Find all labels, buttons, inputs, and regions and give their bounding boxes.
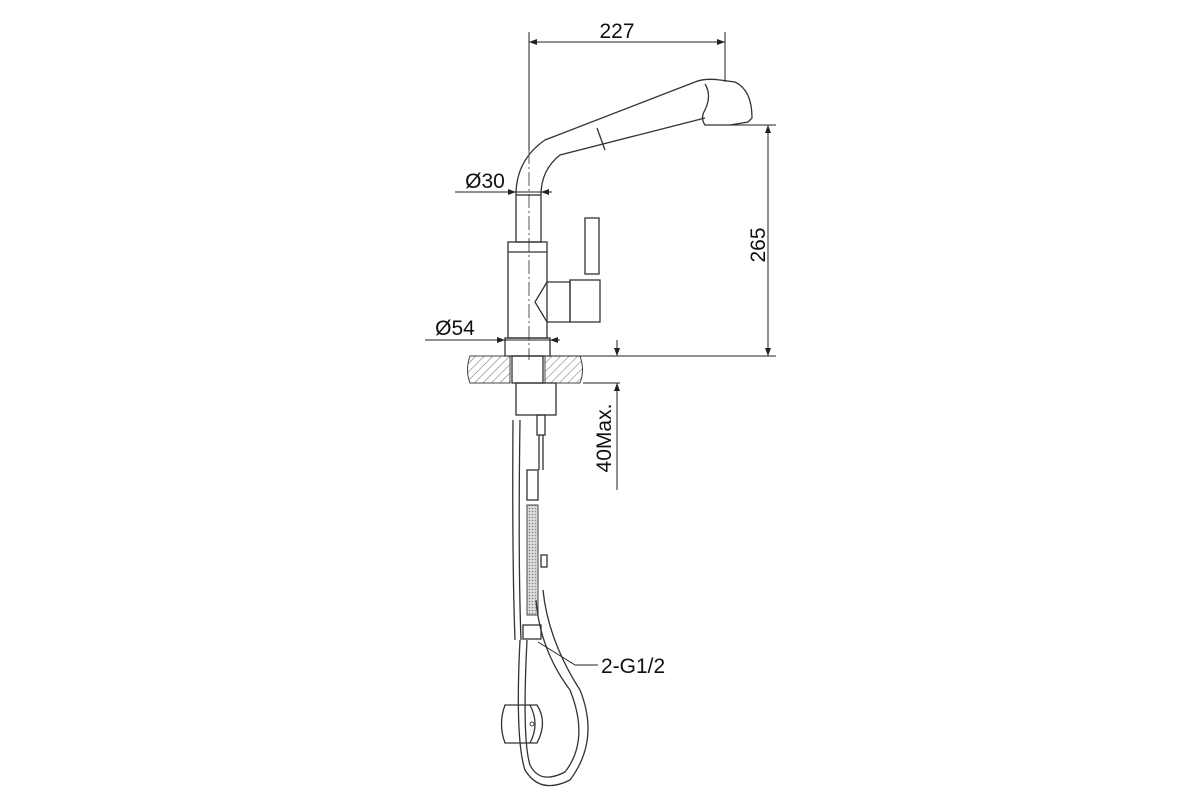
connection-label: 2-G1/2 (601, 655, 665, 678)
dimension-lines (425, 32, 776, 666)
base-diameter-label: Ø54 (435, 317, 475, 340)
countertop (467, 355, 583, 384)
lever-handle (584, 217, 600, 275)
countertop-max-label: 40Max. (593, 404, 616, 473)
spray-head (500, 704, 544, 744)
hoses (500, 382, 589, 787)
height-dimension: 265 (747, 227, 770, 262)
spout (515, 78, 753, 360)
spout-diameter-label: Ø30 (465, 170, 505, 193)
reach-dimension: 227 (599, 20, 634, 43)
faucet-body (504, 194, 601, 357)
